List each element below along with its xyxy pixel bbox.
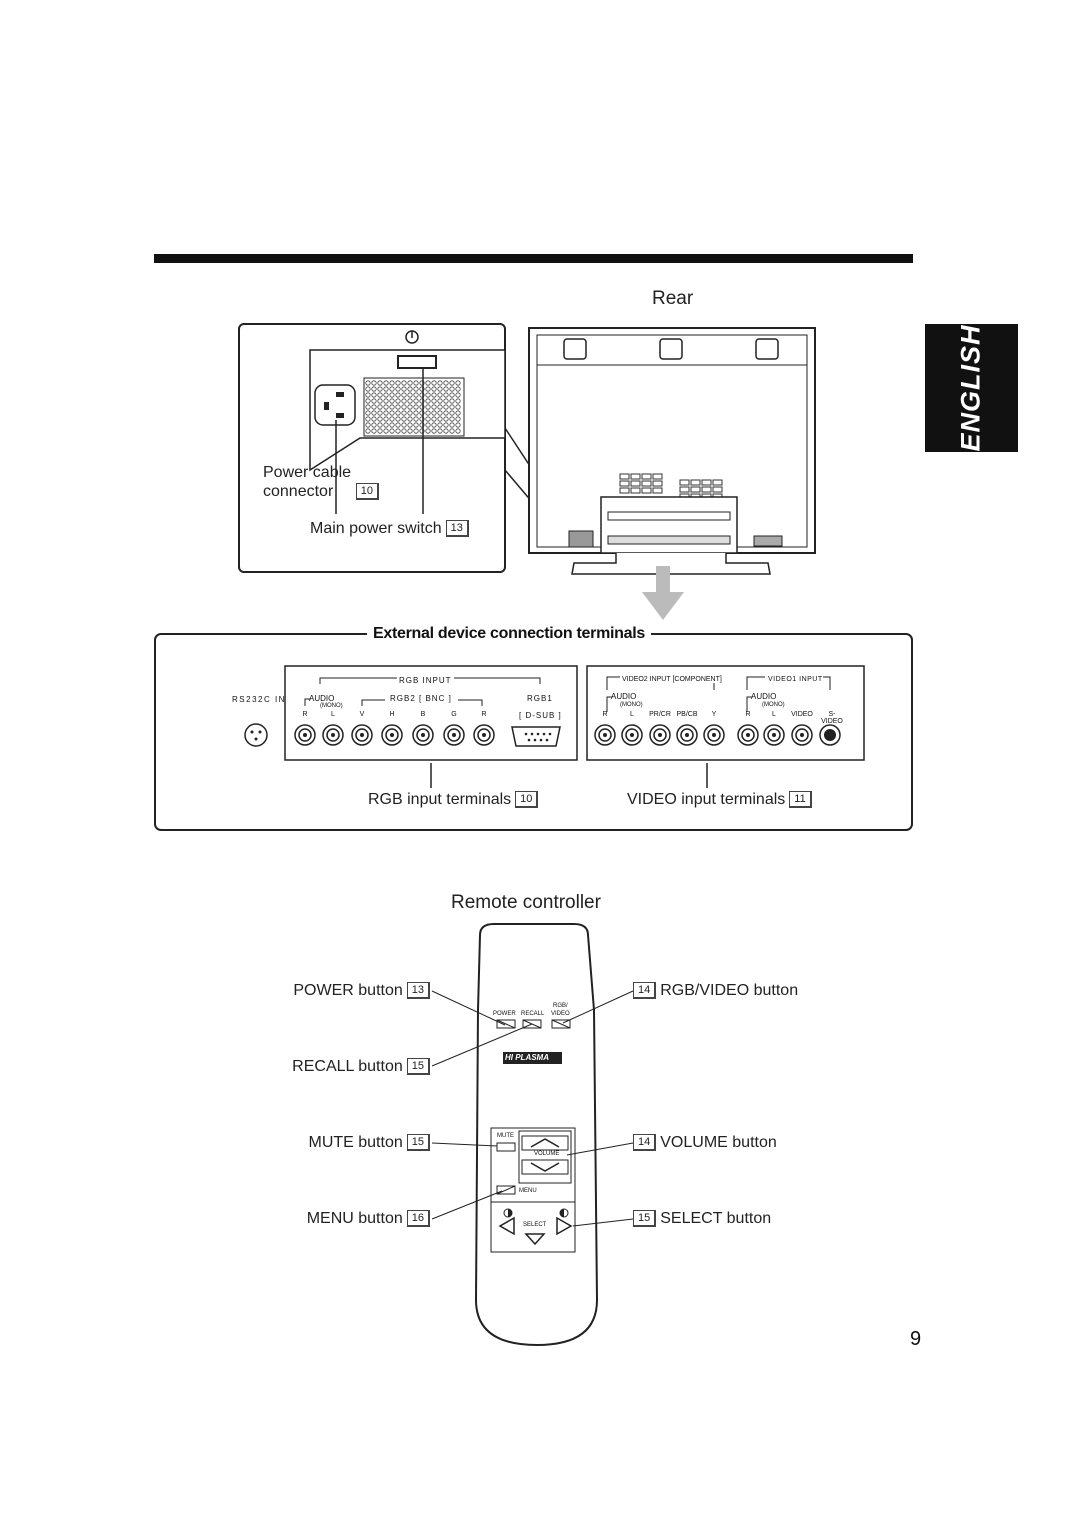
video2-audio-label: AUDIO xyxy=(611,692,637,701)
column-label: VIDEO xyxy=(791,711,813,718)
remote-key-power: POWER xyxy=(493,1011,516,1017)
main-switch-ref: 13 xyxy=(445,520,469,538)
column-label: L xyxy=(630,711,634,718)
top-rule xyxy=(154,254,913,263)
rgb-audio-label: AUDIO xyxy=(309,694,335,703)
column-label: B xyxy=(420,711,426,718)
power-button-ref: 13 xyxy=(406,982,430,1000)
rgb1-label: RGB1 xyxy=(527,694,553,703)
power-cable-label-1: Power cable xyxy=(263,464,352,481)
rgb-terminals-ref: 10 xyxy=(515,791,539,809)
power-cable-label-2: connector 10 xyxy=(263,483,379,501)
language-tab: ENGLISH xyxy=(925,324,1018,452)
rgb-input-label: RGB INPUT xyxy=(397,676,454,685)
rgb2-label: RGB2 [ BNC ] xyxy=(390,694,452,703)
video-terminals-text: VIDEO input terminals xyxy=(627,791,786,808)
volume-button-ref: 14 xyxy=(633,1134,657,1152)
power-button-text: POWER button xyxy=(293,982,403,999)
terminals-heading: External device connection terminals xyxy=(367,625,651,643)
rgb-mono-label: (MONO) xyxy=(320,703,343,709)
rs232c-label: RS232C IN xyxy=(232,695,286,704)
select-button-text: SELECT button xyxy=(660,1210,772,1227)
remote-key-select: SELECT xyxy=(523,1222,547,1228)
column-label: L xyxy=(772,711,776,718)
remote-key-mute: MUTE xyxy=(497,1133,514,1139)
menu-button-text: MENU button xyxy=(306,1210,403,1227)
power-cable-label-2-text: connector xyxy=(263,483,334,500)
column-label: R xyxy=(481,711,487,718)
page-number: 9 xyxy=(910,1328,922,1350)
rgbvideo-button-ref: 14 xyxy=(633,982,657,1000)
video1-mono-label: (MONO) xyxy=(762,702,785,708)
rgbvideo-button-text: RGB/VIDEO button xyxy=(660,982,799,999)
menu-button-ref: 16 xyxy=(406,1210,430,1228)
column-label: R xyxy=(602,711,608,718)
video2-mono-label: (MONO) xyxy=(620,702,643,708)
select-button-ref: 15 xyxy=(633,1210,657,1228)
video2-label: VIDEO2 INPUT [COMPONENT] xyxy=(622,676,722,683)
recall-button-text: RECALL button xyxy=(292,1058,403,1075)
column-label: V xyxy=(359,711,365,718)
rgb-terminals-text: RGB input terminals xyxy=(368,791,512,808)
recall-button-ref: 15 xyxy=(406,1058,430,1076)
column-label: PB/CB xyxy=(676,711,698,718)
video1-label: VIDEO1 INPUT xyxy=(768,676,823,683)
video-terminals-ref: 11 xyxy=(789,791,812,809)
volume-button-text: VOLUME button xyxy=(660,1134,777,1151)
remote-logo: HI PLASMA xyxy=(505,1053,549,1062)
remote-key-rgb: RGB/ xyxy=(553,1003,568,1009)
mute-button-ref: 15 xyxy=(406,1134,430,1152)
column-label: S-VIDEO xyxy=(821,711,843,725)
column-label: PR/CR xyxy=(649,711,671,718)
column-label: G xyxy=(451,711,457,718)
dsub-label: [ D-SUB ] xyxy=(519,711,562,720)
power-cable-ref: 10 xyxy=(355,483,379,501)
column-label: R xyxy=(302,711,308,718)
remote-key-volume: VOLUME xyxy=(534,1151,560,1157)
mute-button-text: MUTE button xyxy=(308,1134,403,1151)
column-label: Y xyxy=(711,711,717,718)
video1-audio-label: AUDIO xyxy=(751,692,777,701)
remote-key-menu: MENU xyxy=(519,1188,537,1194)
column-label: H xyxy=(389,711,395,718)
remote-key-recall: RECALL xyxy=(521,1011,545,1017)
remote-key-video: VIDEO xyxy=(551,1011,570,1017)
main-switch-text: Main power switch xyxy=(310,520,442,537)
rear-heading: Rear xyxy=(652,288,694,309)
column-label: L xyxy=(331,711,335,718)
remote-heading: Remote controller xyxy=(451,892,601,913)
column-label: R xyxy=(745,711,751,718)
